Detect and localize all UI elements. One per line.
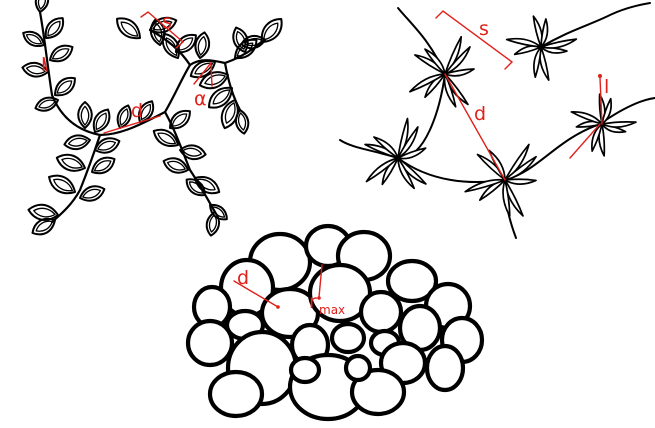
spacing-bracket (436, 11, 512, 69)
cell-23 (291, 358, 319, 382)
packed-cells-panel: d r max (188, 226, 482, 419)
star-node-5-petal-7 (602, 122, 636, 127)
radius-label: r (309, 291, 317, 313)
leaf-vein-9 (69, 138, 87, 146)
leaf-vein-24 (198, 37, 206, 55)
cell-18 (427, 346, 463, 390)
leaf-33 (236, 110, 248, 134)
length-label: l (41, 54, 46, 76)
distance-label: d (237, 267, 249, 289)
distance-label: d (474, 103, 486, 125)
star-node-4 (465, 144, 536, 215)
spacing-label: s (479, 18, 489, 40)
leaf-vein-33 (239, 113, 246, 130)
leaf-vein-41 (209, 215, 216, 232)
leaf-30 (200, 72, 228, 88)
star-network-panel: s d l (340, 3, 655, 238)
leaf-0 (36, 0, 48, 12)
star-node-4-petal-0 (505, 179, 536, 184)
star-node-2-petal-4 (507, 39, 541, 47)
cell-22 (210, 372, 262, 416)
leaf-14 (80, 186, 104, 200)
star-node-3-center (395, 155, 401, 161)
star-node-3 (365, 119, 426, 189)
distance-line (445, 74, 505, 180)
star-node-2-petal-2 (534, 47, 541, 77)
angle-arm-2 (211, 63, 212, 86)
cell-15 (332, 324, 364, 352)
radius-dot (317, 296, 321, 300)
star-group (365, 16, 636, 216)
leaf-20 (117, 18, 140, 38)
radius-subscript: max (319, 303, 345, 317)
cell-9 (361, 292, 401, 332)
length-label: l (604, 76, 609, 98)
length-dot (598, 74, 602, 78)
stem-5 (225, 63, 240, 110)
network-edges (340, 3, 655, 238)
leaf-vein-36 (183, 148, 201, 156)
spacing-label: s (162, 11, 172, 33)
leaf-37 (164, 158, 188, 172)
leaf-vein-15 (34, 208, 55, 217)
distance-dot (276, 305, 280, 309)
leaf-28 (262, 19, 282, 42)
star-node-3-petal-4 (366, 158, 398, 182)
cell-24 (346, 356, 370, 380)
star-node-2 (507, 16, 577, 80)
stem-1 (52, 135, 100, 222)
distance-label: d (131, 100, 143, 122)
leaf-11 (57, 155, 85, 171)
branching-leaves-panel: s d α l (22, 0, 281, 236)
leaf-6 (35, 98, 58, 111)
angle-label: α (194, 88, 207, 110)
cell-13 (188, 321, 232, 365)
cell-group (188, 226, 482, 419)
star-node-2-center (538, 44, 544, 50)
leaf-17 (118, 105, 131, 128)
star-node-5 (571, 94, 636, 156)
leaf-vein-7 (81, 106, 88, 125)
